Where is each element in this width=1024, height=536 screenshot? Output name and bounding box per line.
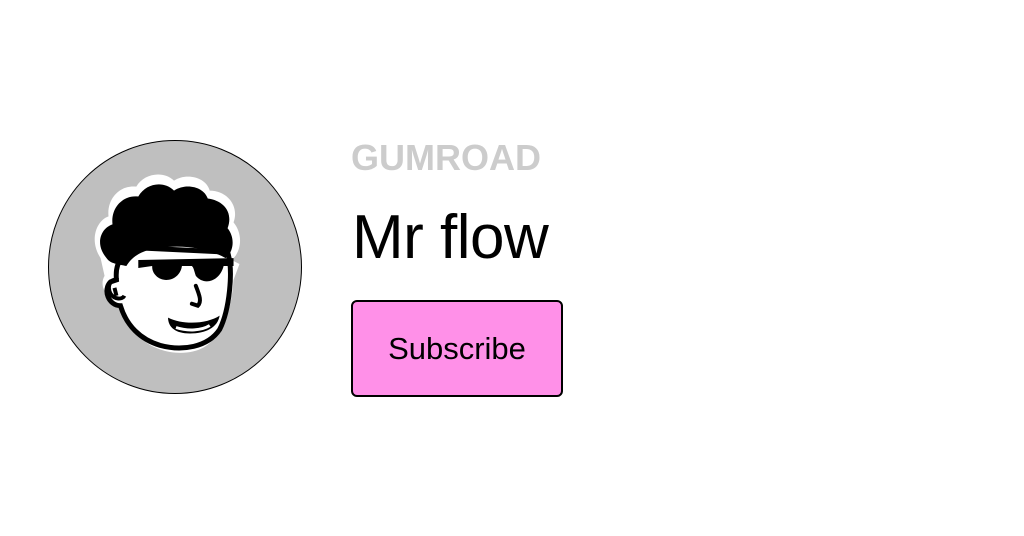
- subscribe-button[interactable]: Subscribe: [351, 300, 563, 397]
- avatar: [48, 140, 302, 394]
- gumroad-wordmark-icon: GUMROAD: [351, 140, 541, 174]
- svg-text:GUMROAD: GUMROAD: [351, 140, 541, 174]
- cartoon-face-avatar-icon: [94, 174, 241, 353]
- creator-name: Mr flow: [352, 203, 549, 272]
- gumroad-logo: GUMROAD: [351, 140, 551, 174]
